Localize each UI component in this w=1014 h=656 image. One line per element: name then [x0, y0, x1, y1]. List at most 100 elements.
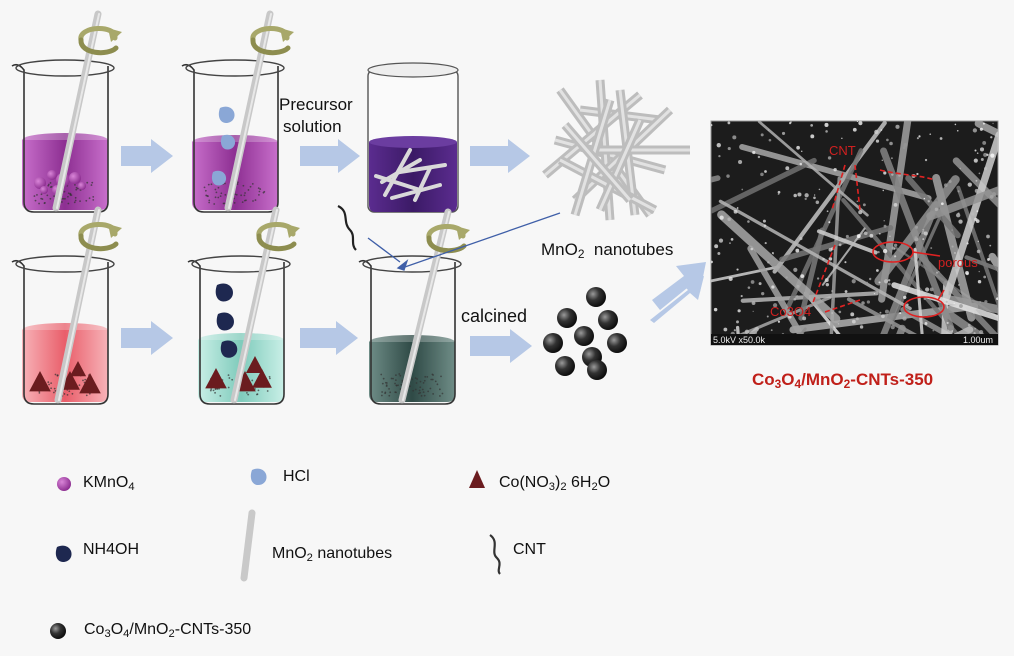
- sediment-dot: [53, 387, 56, 390]
- sem-particle: [982, 141, 987, 145]
- sem-particle: [795, 248, 800, 253]
- sem-particle: [733, 209, 738, 214]
- sem-particle: [996, 297, 998, 301]
- sem-particle: [781, 131, 786, 135]
- sem-fiber: [891, 282, 998, 322]
- sem-fiber: [772, 121, 887, 274]
- sem-particle: [878, 281, 881, 284]
- vial-nanotube: [398, 163, 447, 174]
- vial-nanotube: [383, 148, 412, 197]
- sediment-dot: [85, 394, 88, 397]
- sem-particle: [737, 309, 741, 313]
- sem-particle: [935, 271, 939, 274]
- sem-particle: [972, 128, 978, 133]
- stir-rod-highlight: [228, 13, 272, 209]
- sediment-dot: [422, 391, 425, 394]
- sem-particle: [889, 235, 891, 238]
- sediment-dot: [227, 374, 230, 377]
- sem-particle: [914, 236, 918, 239]
- sediment-dot: [217, 186, 220, 189]
- sem-particle: [978, 172, 981, 175]
- sem-particle: [726, 174, 730, 178]
- sediment-dot: [411, 378, 414, 381]
- sediment-dot: [227, 386, 230, 389]
- legend-hcl: HCl: [283, 468, 310, 485]
- sediment-dot: [420, 394, 423, 397]
- beaker-kmno4: [11, 10, 122, 213]
- flow-arrow-icon: [300, 139, 360, 173]
- sediment-dot: [74, 196, 77, 199]
- sem-fiber: [718, 199, 912, 311]
- co3o4-particle: [555, 356, 575, 376]
- sem-fiber: [1007, 204, 1014, 256]
- beaker-rim: [185, 59, 285, 77]
- co3o4-particle-cluster: [543, 287, 627, 380]
- sediment-dot: [419, 386, 422, 389]
- beaker-co-nh4oh: [187, 206, 300, 405]
- sediment-dot: [247, 393, 250, 396]
- sem-particle: [943, 183, 948, 188]
- sediment-dot: [214, 391, 216, 394]
- sediment-dot: [63, 393, 66, 395]
- sediment-dot: [224, 193, 227, 196]
- sediment-dot: [380, 373, 383, 376]
- sediment-dot: [210, 388, 213, 391]
- sem-particle: [747, 286, 751, 289]
- sediment-dot: [67, 192, 70, 195]
- sediment-dot: [236, 181, 239, 184]
- sediment-dot: [419, 380, 422, 383]
- sediment-dot: [62, 197, 65, 200]
- sediment-dot: [64, 197, 66, 200]
- sediment-dot: [40, 193, 43, 196]
- sem-particle: [799, 236, 803, 241]
- sem-particle: [930, 247, 933, 250]
- sem-fiber: [829, 176, 842, 334]
- sediment-dot: [262, 191, 265, 194]
- stir-arrowhead-icon: [456, 226, 470, 240]
- sem-particle: [959, 304, 963, 308]
- sem-particle: [967, 323, 971, 327]
- sem-particle: [813, 196, 816, 200]
- beaker-kmno4-hcl: [181, 10, 294, 213]
- sediment-dot: [395, 391, 397, 394]
- sem-particle: [831, 312, 833, 314]
- sem-particle: [795, 295, 799, 298]
- sem-fiber: [974, 121, 998, 138]
- sediment-dot: [84, 378, 87, 381]
- sem-particle: [733, 329, 736, 332]
- sediment-dot: [228, 377, 231, 379]
- beaker-rim: [15, 59, 115, 77]
- sem-particle: [833, 168, 837, 172]
- sem-particle: [899, 312, 902, 315]
- sediment-dot: [43, 202, 46, 205]
- sem-particle: [813, 194, 816, 196]
- sem-particle: [986, 234, 990, 239]
- sem-particle: [855, 317, 859, 321]
- sem-particle: [771, 285, 775, 289]
- sediment-dot: [85, 199, 88, 202]
- sediment-dot: [73, 201, 76, 204]
- sediment-dot: [68, 390, 71, 393]
- sediment-dot: [423, 394, 426, 397]
- stir-rod-highlight: [402, 211, 450, 401]
- sediment-dot: [48, 383, 50, 386]
- sediment-dot: [401, 379, 404, 382]
- beaker-mixture: [358, 208, 470, 405]
- sem-particle: [856, 234, 861, 239]
- sem-particle: [761, 292, 765, 296]
- sem-particle: [957, 261, 962, 265]
- sediment-dot: [79, 200, 81, 202]
- sediment-dot: [412, 389, 415, 392]
- co-nitrate-crystal: [29, 371, 51, 392]
- kmno4-particle: [69, 172, 81, 184]
- sem-fiber: [926, 186, 998, 221]
- sem-particle: [987, 258, 990, 261]
- sem-particle: [785, 166, 790, 171]
- sem-particle: [976, 152, 979, 155]
- stir-rotation-icon: [256, 233, 297, 252]
- liquid-surface: [198, 333, 284, 347]
- sem-particle: [760, 133, 764, 137]
- sediment-dot: [251, 379, 254, 382]
- sem-fiber: [913, 247, 924, 334]
- sediment-dot: [203, 186, 206, 189]
